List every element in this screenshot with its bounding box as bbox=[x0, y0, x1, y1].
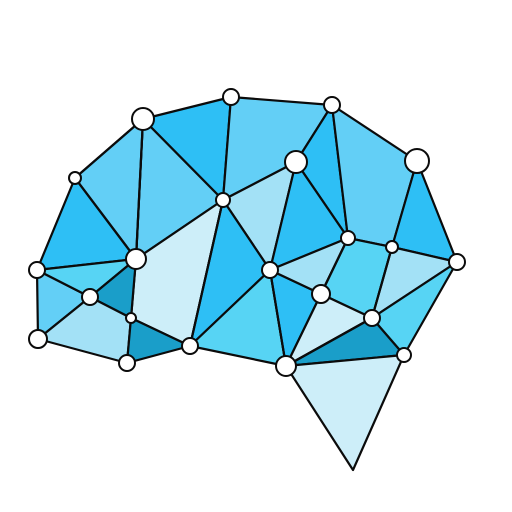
brain-node bbox=[284, 150, 308, 174]
brain-edge bbox=[188, 199, 225, 347]
brain-node bbox=[404, 148, 430, 174]
brain-node bbox=[181, 337, 199, 355]
brain-node bbox=[81, 288, 99, 306]
brain-nodes bbox=[28, 88, 466, 377]
brain-node bbox=[311, 284, 331, 304]
brain-node bbox=[385, 240, 399, 254]
brain-node bbox=[125, 248, 147, 270]
brain-node bbox=[125, 312, 137, 324]
brain-node bbox=[323, 96, 341, 114]
brain-node bbox=[222, 88, 240, 106]
brain-edge bbox=[370, 246, 394, 319]
brain-node bbox=[215, 192, 231, 208]
brain-node bbox=[28, 261, 46, 279]
brain-node bbox=[448, 253, 466, 271]
brain-node bbox=[261, 261, 279, 279]
brain-node bbox=[68, 171, 82, 185]
brain-node bbox=[340, 230, 356, 246]
brain-facet bbox=[125, 316, 192, 365]
brain-node bbox=[118, 354, 136, 372]
brain-edges bbox=[74, 118, 394, 367]
brain-edge bbox=[320, 237, 349, 295]
brain-edge bbox=[285, 317, 373, 367]
brain-node bbox=[28, 329, 48, 349]
brain-facets bbox=[35, 95, 459, 472]
brain-edge bbox=[268, 269, 288, 367]
brain-node bbox=[275, 355, 297, 377]
brain-edge bbox=[74, 177, 137, 260]
brain-node bbox=[396, 347, 412, 363]
brain-node bbox=[131, 107, 155, 131]
brain-edge bbox=[134, 118, 145, 260]
brain-facet bbox=[284, 353, 406, 472]
brain-node bbox=[363, 309, 381, 327]
